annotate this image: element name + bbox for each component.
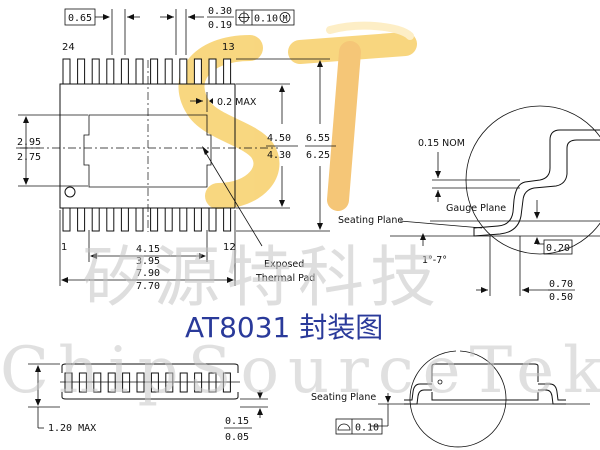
foot-length-bottom: 0.50 bbox=[549, 292, 573, 303]
top-pin bbox=[223, 58, 232, 85]
top-pin bbox=[91, 58, 100, 85]
bottom-pin bbox=[120, 207, 129, 232]
top-pin bbox=[179, 58, 188, 85]
pin-12-label: 12 bbox=[223, 242, 236, 253]
bottom-pin bbox=[135, 207, 144, 232]
coplanarity-icon bbox=[337, 423, 351, 431]
foot-length-top: 0.70 bbox=[549, 279, 573, 290]
bottom-pin bbox=[91, 207, 100, 232]
side-lead bbox=[179, 372, 188, 393]
pad-length-callout: 4.15 3.95 bbox=[88, 230, 208, 267]
seating-plane-side-label: Seating Plane bbox=[311, 392, 376, 403]
pin1-marker bbox=[64, 186, 76, 198]
pitch-value: 0.65 bbox=[68, 13, 92, 24]
body-width-top: 4.50 bbox=[267, 133, 291, 144]
body-width-callout: 4.50 4.30 bbox=[236, 83, 298, 209]
angle-label: 1°-7° bbox=[422, 255, 447, 266]
package-body bbox=[59, 83, 236, 209]
bottom-pin bbox=[164, 207, 173, 232]
side-view: 1.20 MAX 0.15 0.05 bbox=[28, 363, 268, 443]
coplanarity-value: 0.10 bbox=[355, 423, 379, 434]
exposed-pad-label: Exposed bbox=[264, 259, 304, 270]
lead-width-top: 0.30 bbox=[208, 6, 232, 17]
top-pin bbox=[106, 58, 115, 85]
max-clearance-label: 0.2 MAX bbox=[217, 97, 257, 108]
pad-height-bottom: 2.75 bbox=[17, 152, 41, 163]
nom-label: 0.15 NOM bbox=[418, 138, 465, 149]
exposed-pad-outline bbox=[83, 114, 212, 188]
lead-width-callout: 0.30 0.19 0.10 M bbox=[160, 6, 295, 55]
side-lead-row bbox=[64, 372, 231, 393]
top-pin bbox=[150, 58, 159, 85]
body-length-callout: 7.90 7.70 bbox=[59, 210, 236, 292]
top-pin bbox=[77, 58, 86, 85]
side-lead bbox=[222, 372, 231, 393]
pin-1-label: 1 bbox=[61, 242, 67, 253]
thermal-pad-label: Thermal Pad bbox=[255, 273, 315, 284]
side-lead bbox=[107, 372, 116, 393]
end-view-detail-circle bbox=[409, 350, 507, 448]
bottom-pin bbox=[179, 207, 188, 232]
side-lead bbox=[64, 372, 73, 393]
bottom-pin bbox=[208, 207, 217, 232]
lead-width-bottom: 0.19 bbox=[208, 20, 232, 31]
body-length-bottom: 7.70 bbox=[136, 281, 160, 292]
logo-watermark bbox=[178, 21, 417, 211]
bottom-pin bbox=[150, 207, 159, 232]
top-view: 24 13 1 12 bbox=[20, 42, 278, 253]
gauge-plane-label: Gauge Plane bbox=[446, 203, 506, 214]
body-length-top: 7.90 bbox=[136, 268, 160, 279]
top-pin bbox=[164, 58, 173, 85]
side-lead bbox=[150, 372, 159, 393]
top-pin bbox=[135, 58, 144, 85]
side-lead bbox=[208, 372, 217, 393]
side-lead bbox=[93, 372, 102, 393]
side-lead bbox=[165, 372, 174, 393]
lead-profile bbox=[473, 129, 600, 237]
pin-24-label: 24 bbox=[62, 42, 75, 53]
body-width-bottom: 4.30 bbox=[267, 150, 291, 161]
top-pin bbox=[62, 58, 71, 85]
end-view: Seating Plane 0.10 bbox=[311, 350, 590, 448]
top-pin bbox=[120, 58, 129, 85]
drawing-title: AT8031 封装图 bbox=[185, 311, 383, 344]
position-tolerance-value: 0.10 bbox=[254, 14, 278, 25]
pin-13-label: 13 bbox=[222, 42, 235, 53]
max-clearance-callout: 0.2 MAX bbox=[190, 92, 257, 112]
side-lead bbox=[194, 372, 203, 393]
standoff-bottom: 0.05 bbox=[225, 432, 249, 443]
top-pin bbox=[208, 58, 217, 85]
side-lead bbox=[122, 372, 131, 393]
pad-height-top: 2.95 bbox=[17, 137, 41, 148]
bottom-pin bbox=[106, 207, 115, 232]
pad-height-callout: 2.95 2.75 bbox=[16, 114, 88, 187]
side-lead bbox=[136, 372, 145, 393]
bottom-pin bbox=[223, 207, 232, 232]
height-max-label: 1.20 MAX bbox=[48, 423, 96, 434]
lead-detail-view: 0.15 NOM Gauge Plane Seating Plane 0.20 … bbox=[338, 105, 600, 303]
mmc-modifier-icon bbox=[279, 12, 291, 23]
pad-length-bottom: 3.95 bbox=[136, 256, 160, 267]
watermark-chinese: 矽源特科技 bbox=[82, 239, 442, 316]
pitch-callout: 0.65 bbox=[64, 8, 140, 55]
watermark-english: ChipSourceTek bbox=[0, 334, 600, 408]
total-width-callout: 6.55 6.25 bbox=[236, 58, 336, 232]
exposed-pad-callout: Exposed Thermal Pad bbox=[202, 146, 315, 284]
bottom-pin bbox=[62, 207, 71, 232]
bottom-pin bbox=[77, 207, 86, 232]
pad-length-top: 4.15 bbox=[136, 244, 160, 255]
bottom-pin bbox=[193, 207, 202, 232]
standoff-top: 0.15 bbox=[225, 416, 249, 427]
seating-plane-label: Seating Plane bbox=[338, 215, 403, 226]
bottom-pin-row bbox=[62, 207, 232, 232]
mmc-modifier: M bbox=[283, 14, 288, 23]
top-pin bbox=[193, 58, 202, 85]
side-lead bbox=[78, 372, 87, 393]
gauge-value: 0.20 bbox=[546, 243, 570, 254]
total-width-bottom: 6.25 bbox=[306, 150, 330, 161]
total-width-top: 6.55 bbox=[306, 133, 330, 144]
